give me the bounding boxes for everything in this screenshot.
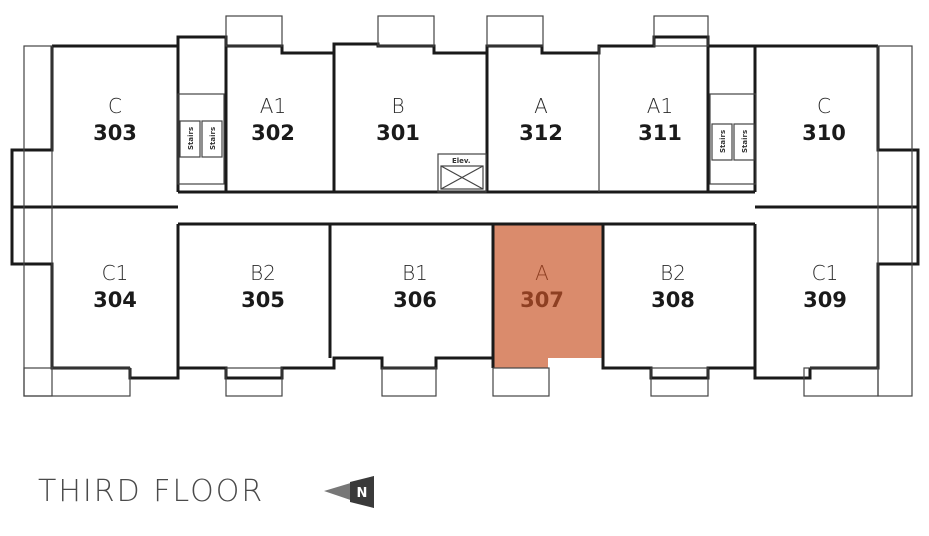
unit-311-number[interactable]: 311 xyxy=(638,121,682,145)
unit-303-type: C xyxy=(108,94,122,118)
unit-304-number[interactable]: 304 xyxy=(93,288,137,312)
unit-306-type: B1 xyxy=(402,261,428,285)
unit-309-type: C1 xyxy=(812,261,839,285)
unit-310-type: C xyxy=(817,94,831,118)
unit-303-number[interactable]: 303 xyxy=(93,121,137,145)
unit-305-number[interactable]: 305 xyxy=(241,288,285,312)
unit-306-number[interactable]: 306 xyxy=(393,288,437,312)
elevator-label: Elev. xyxy=(452,157,471,165)
unit-307-number[interactable]: 307 xyxy=(520,288,564,312)
unit-301-type: B xyxy=(391,94,404,118)
unit-307-type: A xyxy=(535,261,549,285)
floor-title: THIRD FLOOR xyxy=(38,474,265,509)
unit-302-type: A1 xyxy=(260,94,286,118)
unit-311-type: A1 xyxy=(647,94,673,118)
stairs-right: Stairs Stairs xyxy=(709,93,757,185)
unit-308-number[interactable]: 308 xyxy=(651,288,695,312)
unit-302-number[interactable]: 302 xyxy=(251,121,295,145)
north-label: N xyxy=(357,486,368,501)
unit-301-number[interactable]: 301 xyxy=(376,121,420,145)
stairs-left: Stairs Stairs xyxy=(177,93,225,185)
stairs-label-left-2: Stairs xyxy=(209,127,217,150)
stairs-label-right-2: Stairs xyxy=(741,130,749,153)
unit-310-number[interactable]: 310 xyxy=(802,121,846,145)
elevator: Elev. xyxy=(437,153,487,193)
unit-307-highlight xyxy=(493,224,603,368)
stairs-label-left-1: Stairs xyxy=(187,127,195,150)
unit-312-number[interactable]: 312 xyxy=(519,121,563,145)
north-arrow-icon: N xyxy=(324,476,374,508)
building-walls xyxy=(10,35,920,380)
unit-309-number[interactable]: 309 xyxy=(803,288,847,312)
unit-312-type: A xyxy=(534,94,548,118)
stairs-label-right-1: Stairs xyxy=(719,130,727,153)
unit-305-type: B2 xyxy=(250,261,276,285)
unit-308-type: B2 xyxy=(660,261,686,285)
unit-labels: C 303 A1 302 B 301 A 312 A1 311 C 310 C1… xyxy=(93,94,847,312)
unit-304-type: C1 xyxy=(102,261,129,285)
balcony-outlines xyxy=(23,15,913,397)
